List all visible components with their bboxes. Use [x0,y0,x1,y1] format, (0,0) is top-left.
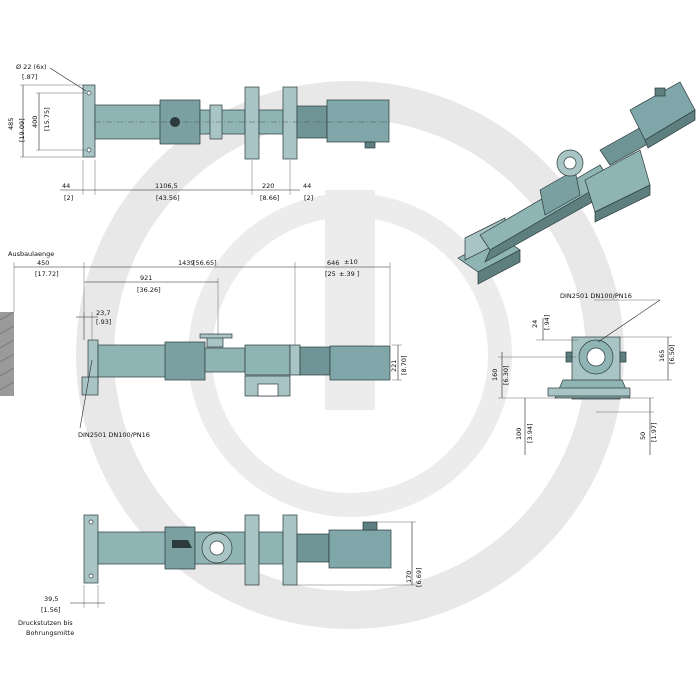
dim-50: 50 [639,432,647,440]
pump-body [97,531,169,565]
dim-485: 485 [7,118,15,130]
dim-44-right-inch: [2] [304,194,313,202]
stator-tube [204,347,246,373]
dim-100: 100 [515,428,523,440]
dim-23: 23,7 [96,309,110,317]
dim-44-left: 44 [62,182,70,190]
dim-39-inch: [1.56] [41,606,61,614]
side-view: Ausbaulaenge 450 [17.72] 1439 [56.65] 64… [0,250,408,439]
dim-1439: 1439 [178,259,195,267]
dim-44-left-inch: [2] [64,194,73,202]
bottom-view: 39,5 [1.56] Druckstutzen bis Bohrungsmit… [18,514,423,637]
dim-921: 921 [140,274,152,282]
dim-400-inch: [15.75] [43,107,51,131]
dim-1106-inch: [43.56] [156,194,180,202]
coupling [299,346,331,376]
dim-165-inch: [6.50] [668,344,676,364]
suction-housing [164,341,206,381]
dim-100-inch: [3.94] [526,423,534,443]
outlet-note-line2: Bohrungsmitte [26,629,74,637]
mount-hole [86,90,92,96]
dim-170: 170 [405,571,413,583]
side-flange-note: DIN2501 DN100/PN16 [78,431,150,439]
dim-646-tol-inch: ±.39 ] [339,270,359,278]
inlet-flange-plate [82,84,96,158]
dim-646-inch: [25 [325,270,336,278]
outlet-nozzle [206,336,224,348]
dim-400: 400 [31,116,39,128]
dim-160: 160 [491,369,499,381]
dim-450-inch: [17.72] [35,270,59,278]
dim-220: 220 [262,182,274,190]
dim-39: 39,5 [44,595,58,603]
end-flange-note: DIN2501 DN100/PN16 [560,292,632,300]
dim-24: 24 [531,320,539,328]
motor [326,99,390,143]
install-length-label: Ausbaulaenge [8,250,54,258]
dim-450: 450 [37,259,49,267]
mount-hole [86,147,92,153]
dim-485-inch: [19.09] [18,118,26,142]
dim-44-right: 44 [303,182,311,190]
dim-646: 646 [327,259,339,267]
dim-221-inch: [8.70] [400,355,408,375]
dim-170-inch: [6.69] [415,567,423,587]
hole-note: Ø 22 (6x) [16,63,47,71]
dim-1439-inch: [56.65] [193,259,217,267]
foot-plate [282,86,298,160]
dim-50-inch: [1.97] [650,422,658,442]
dim-160-inch: [6.30] [502,365,510,385]
motor [329,345,391,381]
foot-plate [244,86,260,160]
dim-221: 221 [390,360,398,372]
isometric-view [457,81,696,285]
dim-23-inch: [.93] [96,318,111,326]
wall [0,312,14,396]
pump-body [97,344,169,378]
top-view: Ø 22 (6x) [.87] 485 [19.09] 400 [15.75] … [7,63,390,202]
dim-646-tol: ±10 [344,258,358,266]
dim-1106: 1106,5 [155,182,178,190]
end-view: DIN2501 DN100/PN16 24 [.94] 165 [6.50] 1… [491,292,676,455]
dim-165: 165 [658,350,666,362]
dim-220-inch: [8.66] [260,194,280,202]
dim-921-inch: [36.26] [137,286,161,294]
dim-24-inch: [.94] [543,315,551,330]
outlet-note-line1: Druckstutzen bis [18,619,73,627]
hole-note-inch: [.87] [22,73,37,81]
